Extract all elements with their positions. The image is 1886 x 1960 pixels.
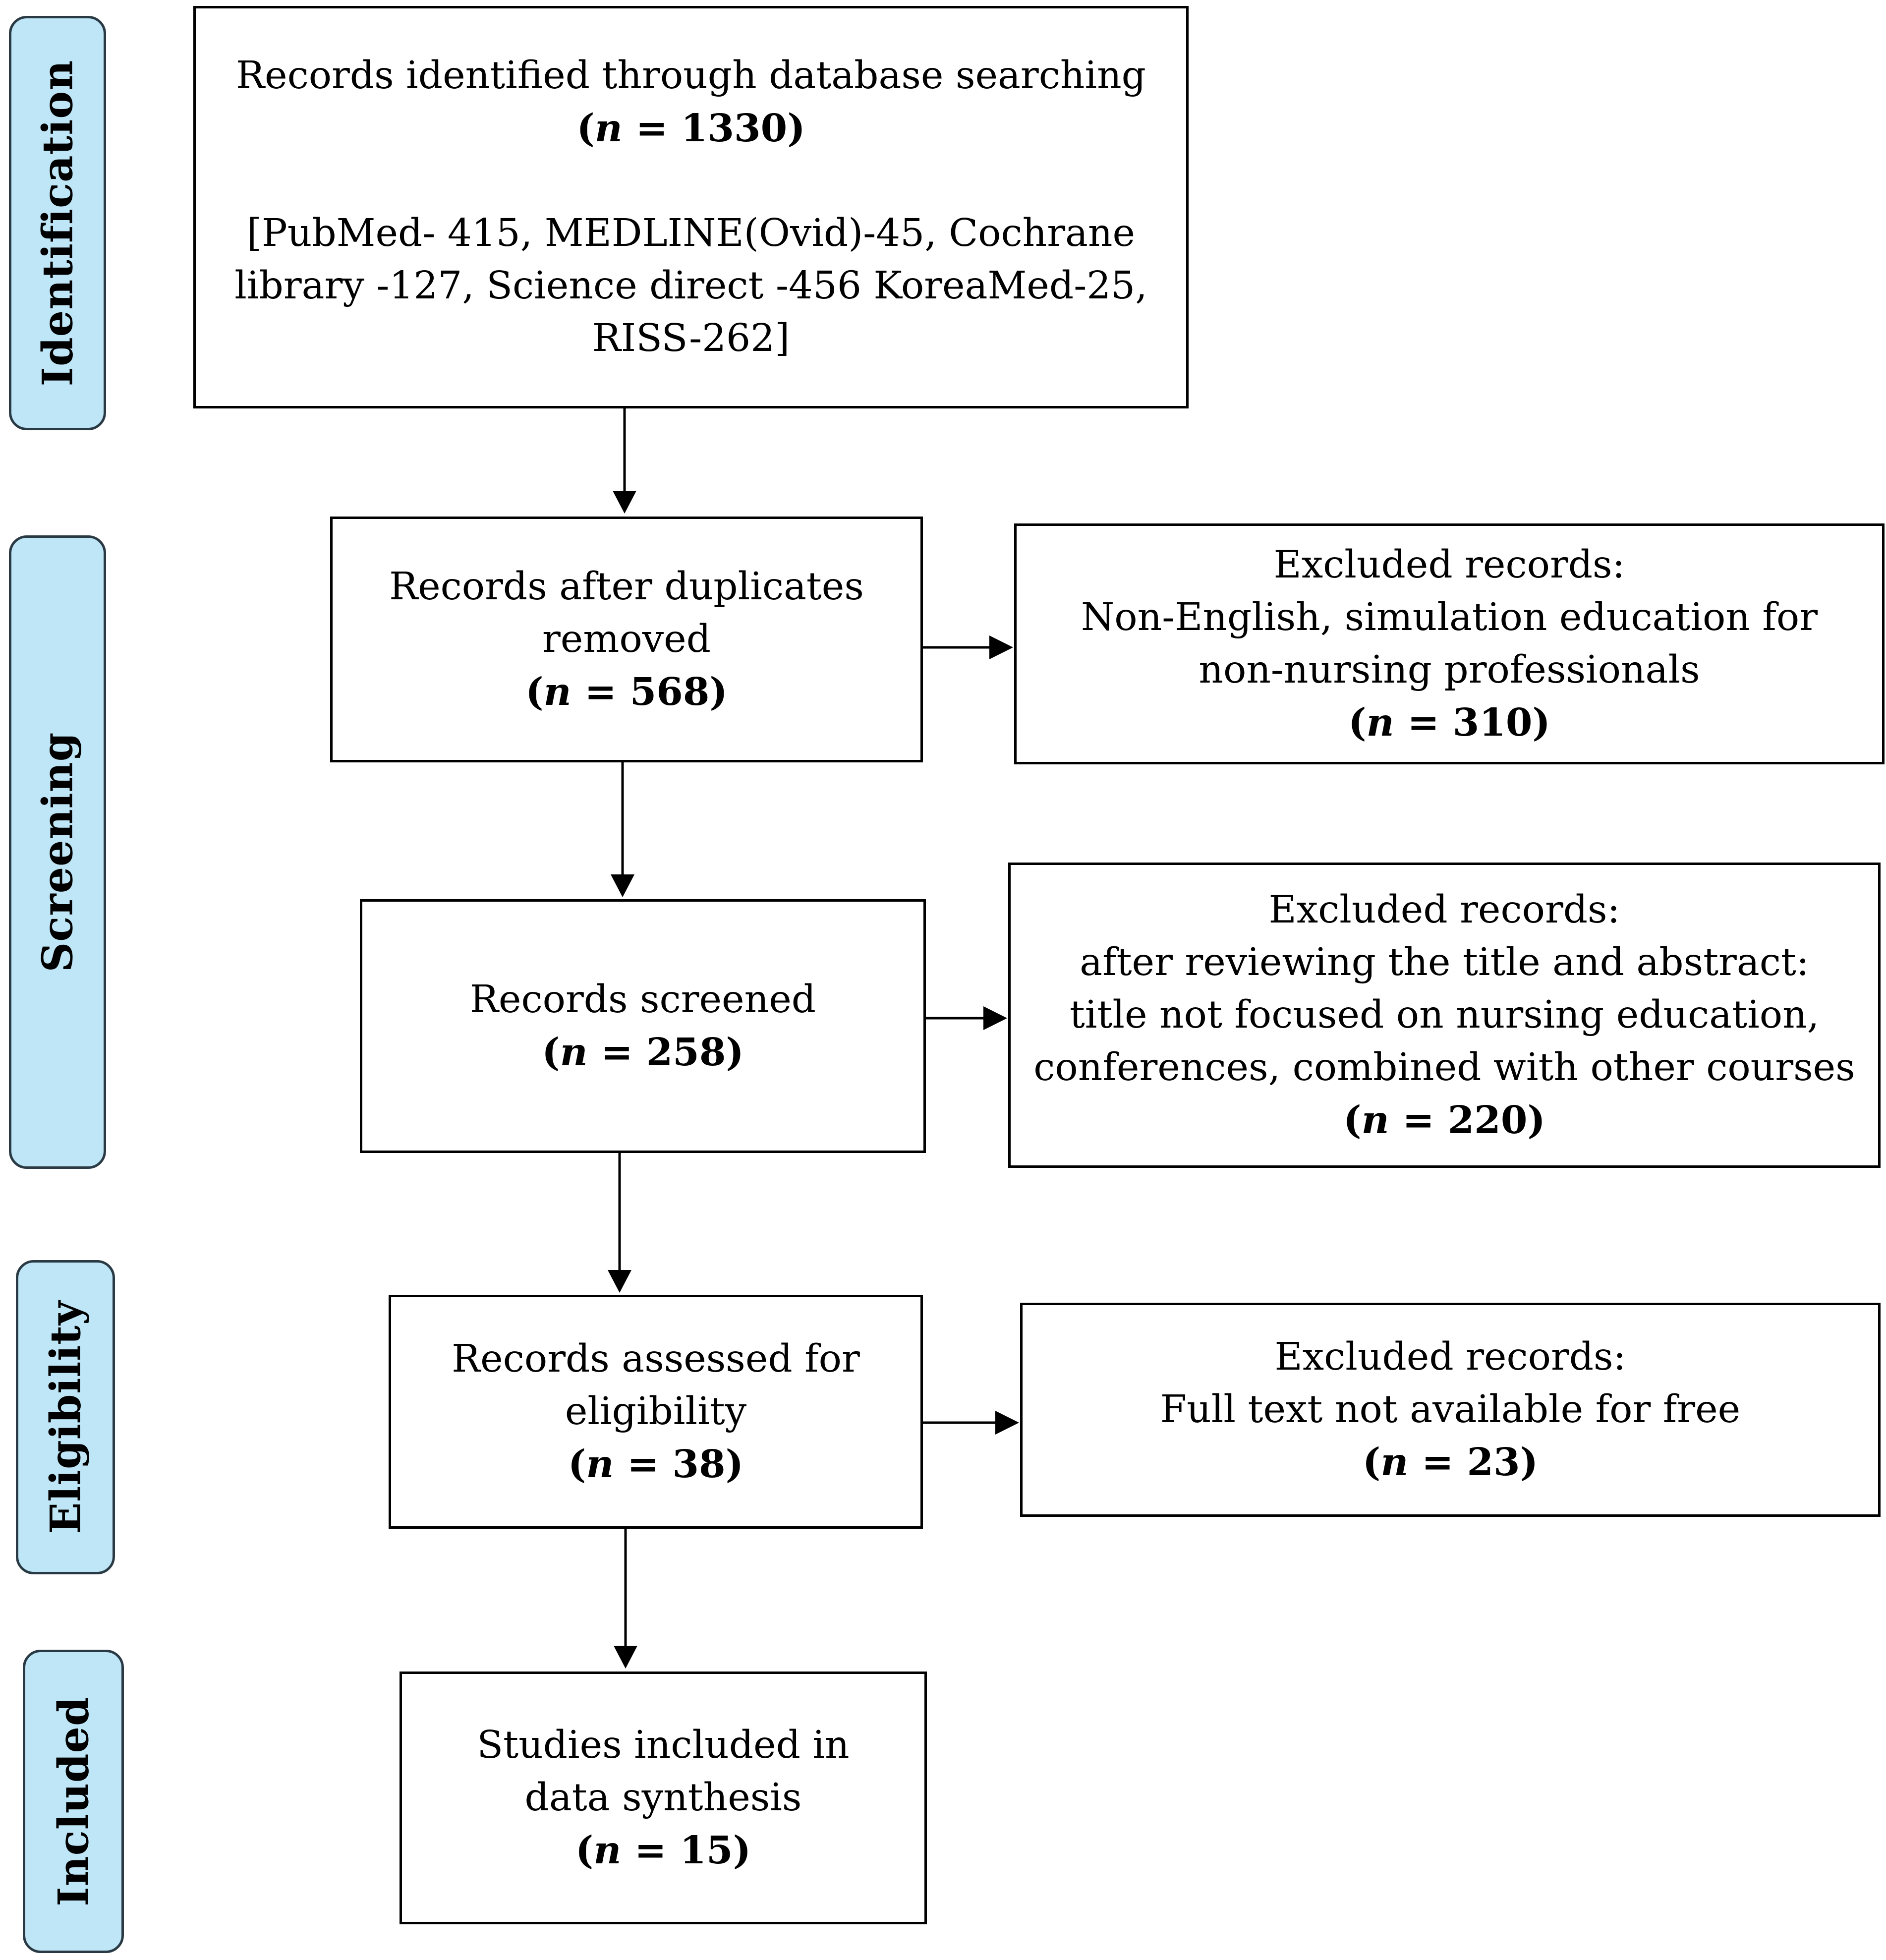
- stage-eligibility: Eligibility: [16, 1260, 115, 1574]
- screened-line-1: Records screened: [469, 978, 816, 1022]
- arrowhead-eligibility-to-included: [614, 1646, 637, 1669]
- excluded-records-box-3: Excluded records: Full text not availabl…: [1020, 1303, 1881, 1517]
- identified-sources-line-2: library -127, Science direct -456 KoreaM…: [234, 264, 1147, 308]
- after-duplicates-line-2: removed: [542, 617, 711, 661]
- included-studies-box: Studies included in data synthesis (n = …: [400, 1672, 927, 1924]
- excluded-1-count: (n = 310): [1348, 700, 1550, 745]
- excluded-records-box-2: Excluded records: after reviewing the ti…: [1008, 863, 1881, 1168]
- identified-sources-line-3: RISS-262]: [592, 316, 790, 360]
- after-duplicates-count: (n = 568): [525, 670, 728, 714]
- identified-sources-line-1: [PubMed- 415, MEDLINE(Ovid)-45, Cochrane: [246, 211, 1136, 255]
- excluded-2-line-2: after reviewing the title and abstract:: [1080, 940, 1809, 984]
- arrowhead-duplicates-to-screened: [611, 874, 634, 897]
- stage-screening: Screening: [9, 535, 106, 1169]
- stage-identification: Identification: [9, 16, 106, 430]
- included-line-2: data synthesis: [524, 1776, 802, 1820]
- after-duplicates-line-1: Records after duplicates: [389, 565, 864, 609]
- stage-included: Included: [23, 1650, 124, 1953]
- after-duplicates-box: Records after duplicates removed (n = 56…: [330, 517, 923, 762]
- excluded-1-line-2: Non-English, simulation education for: [1081, 595, 1818, 639]
- eligibility-count: (n = 38): [568, 1442, 744, 1487]
- identified-count: (n = 1330): [576, 106, 805, 151]
- records-screened-box: Records screened (n = 258): [360, 899, 926, 1153]
- arrowhead-identified-to-duplicates: [613, 491, 636, 514]
- excluded-3-count: (n = 23): [1362, 1440, 1539, 1485]
- excluded-1-line-1: Excluded records:: [1273, 543, 1625, 587]
- arrowhead-to-excluded-1: [989, 635, 1013, 659]
- arrowhead-to-excluded-3: [995, 1411, 1019, 1435]
- arrowhead-screened-to-eligibility: [608, 1270, 631, 1293]
- screened-count: (n = 258): [542, 1030, 744, 1075]
- excluded-2-count: (n = 220): [1343, 1098, 1545, 1143]
- excluded-2-line-4: conferences, combined with other courses: [1033, 1045, 1855, 1090]
- identified-title: Records identified through database sear…: [236, 54, 1146, 98]
- included-count: (n = 15): [575, 1828, 751, 1873]
- arrowhead-to-excluded-2: [983, 1006, 1007, 1030]
- excluded-records-box-1: Excluded records: Non-English, simulatio…: [1014, 523, 1885, 764]
- eligibility-box: Records assessed for eligibility (n = 38…: [389, 1295, 923, 1529]
- excluded-2-line-3: title not focused on nursing education,: [1069, 993, 1820, 1037]
- eligibility-line-1: Records assessed for: [452, 1337, 860, 1381]
- included-line-1: Studies included in: [477, 1723, 850, 1767]
- eligibility-line-2: eligibility: [565, 1389, 747, 1434]
- excluded-2-line-1: Excluded records:: [1268, 888, 1620, 932]
- excluded-3-line-2: Full text not available for free: [1160, 1387, 1741, 1432]
- excluded-1-line-3: non-nursing professionals: [1199, 648, 1700, 692]
- excluded-3-line-1: Excluded records:: [1274, 1335, 1626, 1379]
- identified-records-box: Records identified through database sear…: [193, 6, 1189, 408]
